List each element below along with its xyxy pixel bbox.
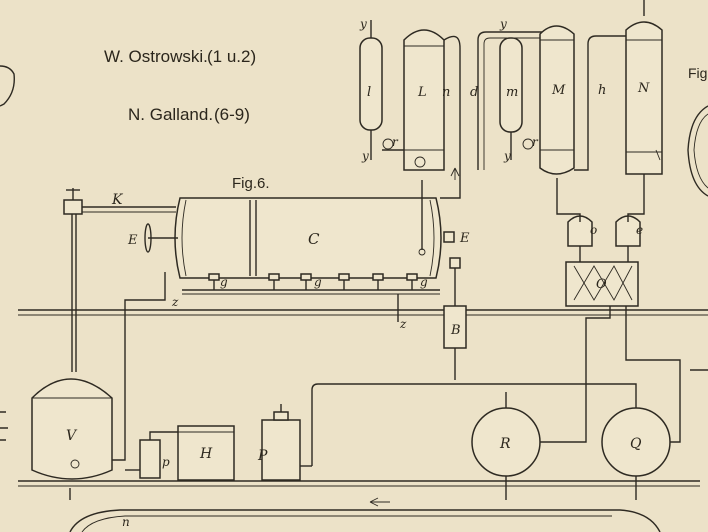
return-pipe (311, 383, 637, 466)
label-p: p (162, 455, 170, 469)
vessel-R (471, 306, 611, 500)
label-n: n (442, 85, 450, 100)
flow-arrow-L (450, 167, 460, 180)
label-r2: r (532, 135, 539, 149)
figure-caption: Fig.6. (232, 175, 270, 192)
label-B: B (450, 323, 461, 338)
label-o: o (590, 223, 597, 237)
pipe-d (477, 31, 566, 170)
vessel-H (177, 425, 235, 481)
pump-p (125, 431, 178, 479)
label-n-bottom: n (122, 515, 130, 529)
pipe-h (574, 35, 626, 171)
vessel-V (31, 188, 166, 500)
column-N (625, 0, 663, 200)
label-V: V (66, 428, 78, 444)
drum-C (174, 180, 442, 279)
column-m (499, 37, 534, 160)
label-r1: r (392, 135, 399, 149)
label-m: m (506, 85, 518, 100)
figure-caption-cut: Fig (688, 65, 707, 81)
label-H: H (199, 446, 213, 462)
author-galland: N. Galland. (128, 105, 213, 124)
column-l (359, 20, 394, 160)
label-g3: g (420, 275, 428, 289)
label-N: N (637, 81, 650, 96)
hand-wheel-E-left (144, 223, 178, 253)
label-E-right: E (459, 231, 470, 246)
label-z2: z (399, 317, 407, 331)
edge-vessel-right-inner (693, 113, 708, 189)
pipe-d-b (483, 37, 562, 170)
label-d: d (470, 85, 478, 100)
edge-fragment-bottom (0, 411, 8, 441)
label-y2: y (361, 149, 369, 163)
label-K: K (111, 192, 124, 208)
vessel-Q (601, 306, 681, 500)
label-y4: y (503, 149, 511, 163)
label-L: L (417, 85, 427, 100)
flow-arrow-N (655, 149, 661, 161)
label-C: C (308, 230, 320, 248)
label-R: R (499, 436, 511, 452)
author-galland-ref: (6-9) (214, 105, 250, 124)
hand-wheel-E-right (443, 231, 455, 243)
vessel-P (261, 404, 312, 481)
author-ostrowski-ref: (1 u.2) (207, 47, 256, 66)
vessel-o (556, 196, 593, 247)
drain-taps-g (182, 273, 440, 322)
label-l: l (367, 85, 371, 100)
edge-fragment-top (0, 65, 15, 107)
edge-vessel-right (687, 105, 708, 197)
label-O: O (596, 277, 607, 292)
label-E-left: E (127, 233, 138, 248)
label-g2: g (314, 275, 322, 289)
author-ostrowski: W. Ostrowski. (104, 47, 208, 66)
column-L (382, 29, 461, 199)
label-Q: Q (630, 436, 642, 452)
label-z1: z (171, 295, 179, 309)
label-M: M (551, 83, 566, 98)
label-e: e (636, 223, 643, 237)
label-h: h (598, 83, 606, 98)
label-P: P (257, 448, 268, 464)
column-M (539, 25, 575, 196)
flow-arrow-bottom (369, 497, 390, 507)
vessel-e (615, 200, 645, 247)
vessel-B (443, 257, 467, 380)
vessel-O (565, 246, 639, 307)
label-y1: y (359, 17, 367, 31)
label-y3: y (499, 17, 507, 31)
label-g1: g (220, 275, 228, 289)
bottom-drum-inner (81, 515, 612, 532)
bottom-drum-outline (69, 509, 661, 532)
